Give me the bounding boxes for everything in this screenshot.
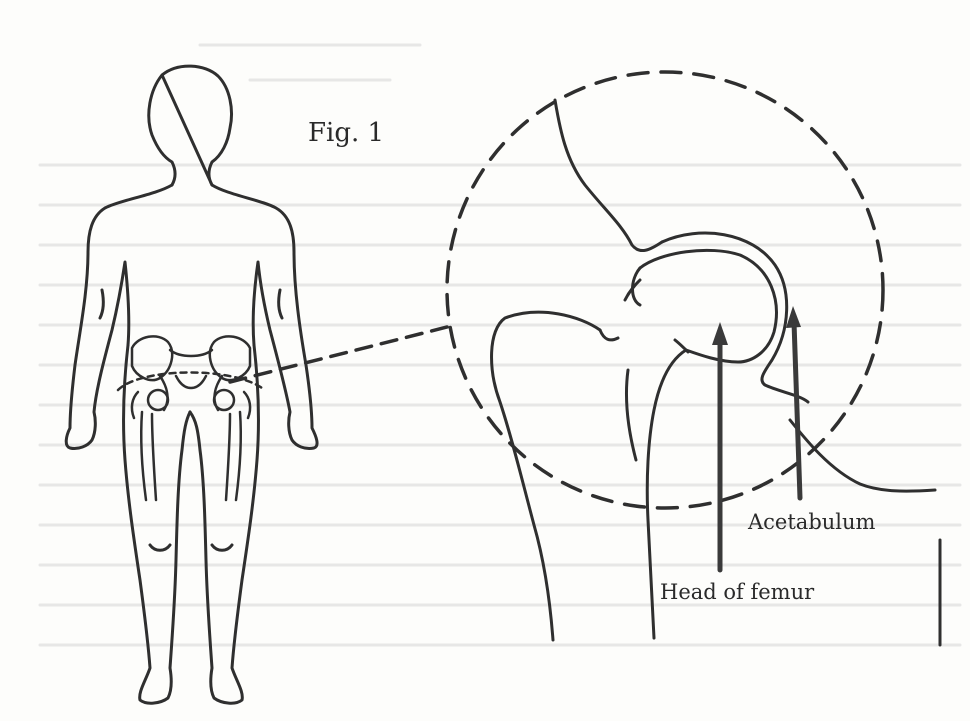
acetabulum-socket xyxy=(662,233,808,402)
head-outline xyxy=(149,66,232,185)
hip-joint-closeup xyxy=(492,100,940,645)
acetabulum-label: Acetabulum xyxy=(748,510,875,534)
background-text-lines xyxy=(40,45,960,645)
figure-title: Fig. 1 xyxy=(308,118,384,148)
femoral-head xyxy=(640,250,776,362)
human-body-outline xyxy=(66,66,317,703)
acetabulum-arrow-shaft xyxy=(794,322,800,498)
pelvis-skeleton xyxy=(118,336,262,500)
pelvis-edge xyxy=(555,100,662,251)
femur-neck xyxy=(492,312,600,640)
acetabulum-arrow-head xyxy=(786,306,801,328)
ischium-outline xyxy=(790,420,935,491)
zoom-connector-line xyxy=(230,325,455,382)
head-of-femur-label: Head of femur xyxy=(660,580,814,604)
